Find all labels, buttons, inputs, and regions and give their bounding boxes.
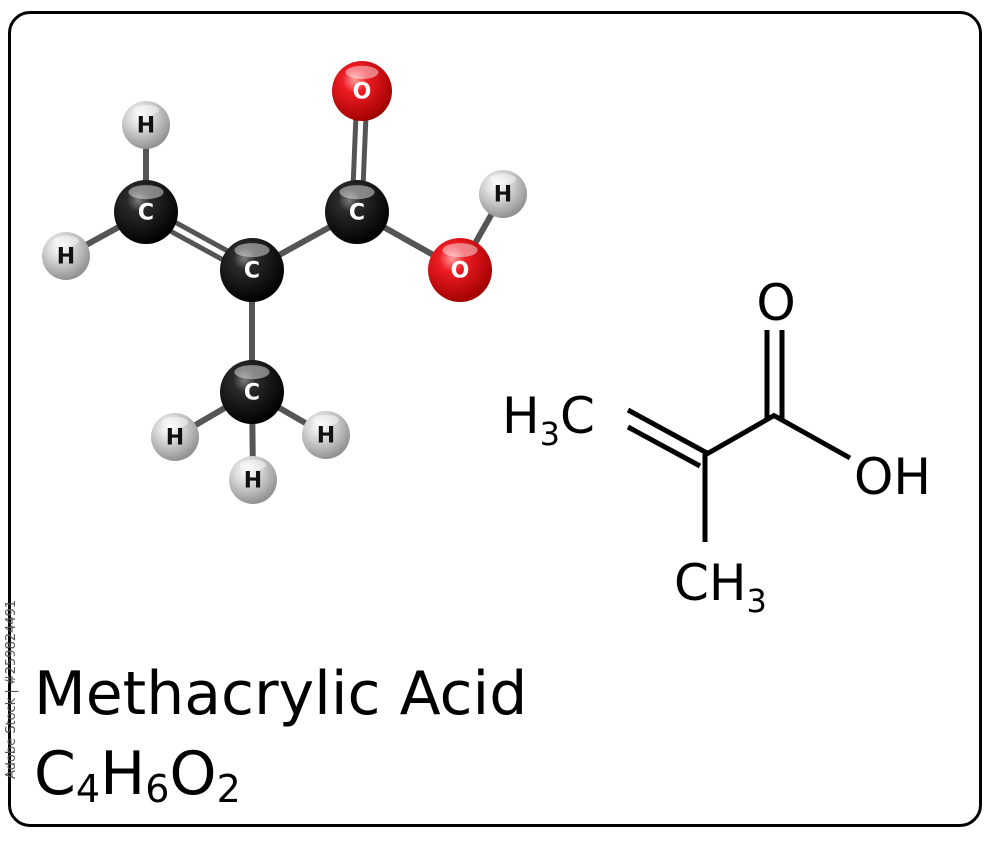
atom-label: H	[137, 114, 155, 139]
atom-label: H	[57, 245, 75, 270]
atom-label: H	[317, 424, 335, 449]
atom-c-methylene: C	[114, 180, 178, 244]
atom-sphere	[302, 411, 350, 459]
label-methyl-ch: CH	[674, 554, 747, 612]
atom-highlight	[345, 65, 379, 79]
atom-label: H	[166, 426, 184, 451]
bond-methylene-double-1	[626, 407, 709, 456]
atom-highlight	[339, 185, 375, 200]
atom-sphere	[220, 238, 284, 302]
bond-carbonyl-c-oh	[771, 412, 852, 461]
atom-label: C	[138, 201, 154, 226]
atom-h-hydroxyl: H	[479, 170, 527, 218]
atom-label: O	[451, 259, 470, 284]
atom-highlight	[442, 243, 478, 258]
atom-highlight	[161, 416, 189, 428]
bond-methylene-double-2	[626, 424, 702, 469]
label-methyl: CH3	[674, 554, 767, 620]
atom-sphere	[220, 360, 284, 424]
atom-h-methyl-left: H	[151, 413, 199, 461]
atom-sphere	[428, 238, 492, 302]
formula-subscript-c: 4	[75, 767, 101, 811]
atom-sphere	[42, 232, 90, 280]
atom-highlight	[239, 459, 267, 471]
compound-formula: C4H6O2	[34, 744, 241, 808]
atom-c-carboxyl: C	[325, 180, 389, 244]
label-methylene-c: C	[560, 387, 595, 445]
atom-sphere	[114, 180, 178, 244]
atom-highlight	[128, 185, 164, 200]
label-hydroxyl: OH	[854, 448, 931, 506]
label-methylene-h: H	[502, 387, 540, 445]
atom-highlight	[132, 104, 160, 116]
atom-label: O	[353, 80, 372, 105]
formula-element-h: H	[100, 739, 146, 809]
atom-h-methylene-left: H	[42, 232, 90, 280]
atom-highlight	[312, 414, 340, 426]
label-methylene-sub: 3	[540, 415, 560, 453]
label-methyl-sub: 3	[747, 582, 767, 620]
atom-h-methyl-right: H	[302, 411, 350, 459]
atom-label: H	[244, 469, 262, 494]
label-methylene: H3C	[502, 387, 595, 453]
atom-sphere	[122, 101, 170, 149]
stock-id-watermark: Adobe Stock | #259824491	[4, 600, 19, 780]
atom-sphere	[332, 61, 392, 121]
atom-label: C	[244, 381, 260, 406]
ball-stick-atoms: O O H C C C C H H H H H	[42, 61, 527, 504]
atom-sphere	[229, 456, 277, 504]
atom-c-methyl: C	[220, 360, 284, 424]
compound-name: Methacrylic Acid	[34, 659, 528, 729]
formula-element-c: C	[34, 739, 76, 809]
skeletal-formula: O OH H3C CH3	[502, 274, 931, 620]
atom-sphere	[151, 413, 199, 461]
label-carbonyl-o: O	[756, 274, 795, 332]
atom-sphere	[325, 180, 389, 244]
atom-h-methylene-top: H	[122, 101, 170, 149]
atom-o-carbonyl: O	[332, 61, 392, 121]
atom-highlight	[234, 243, 270, 258]
atom-sphere	[479, 170, 527, 218]
atom-o-hydroxyl: O	[428, 238, 492, 302]
atom-highlight	[234, 365, 270, 380]
atom-highlight	[489, 173, 517, 185]
formula-subscript-h: 6	[145, 767, 170, 811]
atom-c-central: C	[220, 238, 284, 302]
atom-label: H	[494, 183, 512, 208]
atom-label: C	[244, 259, 260, 284]
formula-element-o: O	[169, 739, 217, 809]
atom-highlight	[52, 235, 80, 247]
atom-h-methyl-bottom: H	[229, 456, 277, 504]
atom-label: C	[349, 201, 365, 226]
formula-subscript-o: 2	[216, 767, 241, 811]
bond-c2-carbonyl-c	[703, 412, 777, 458]
